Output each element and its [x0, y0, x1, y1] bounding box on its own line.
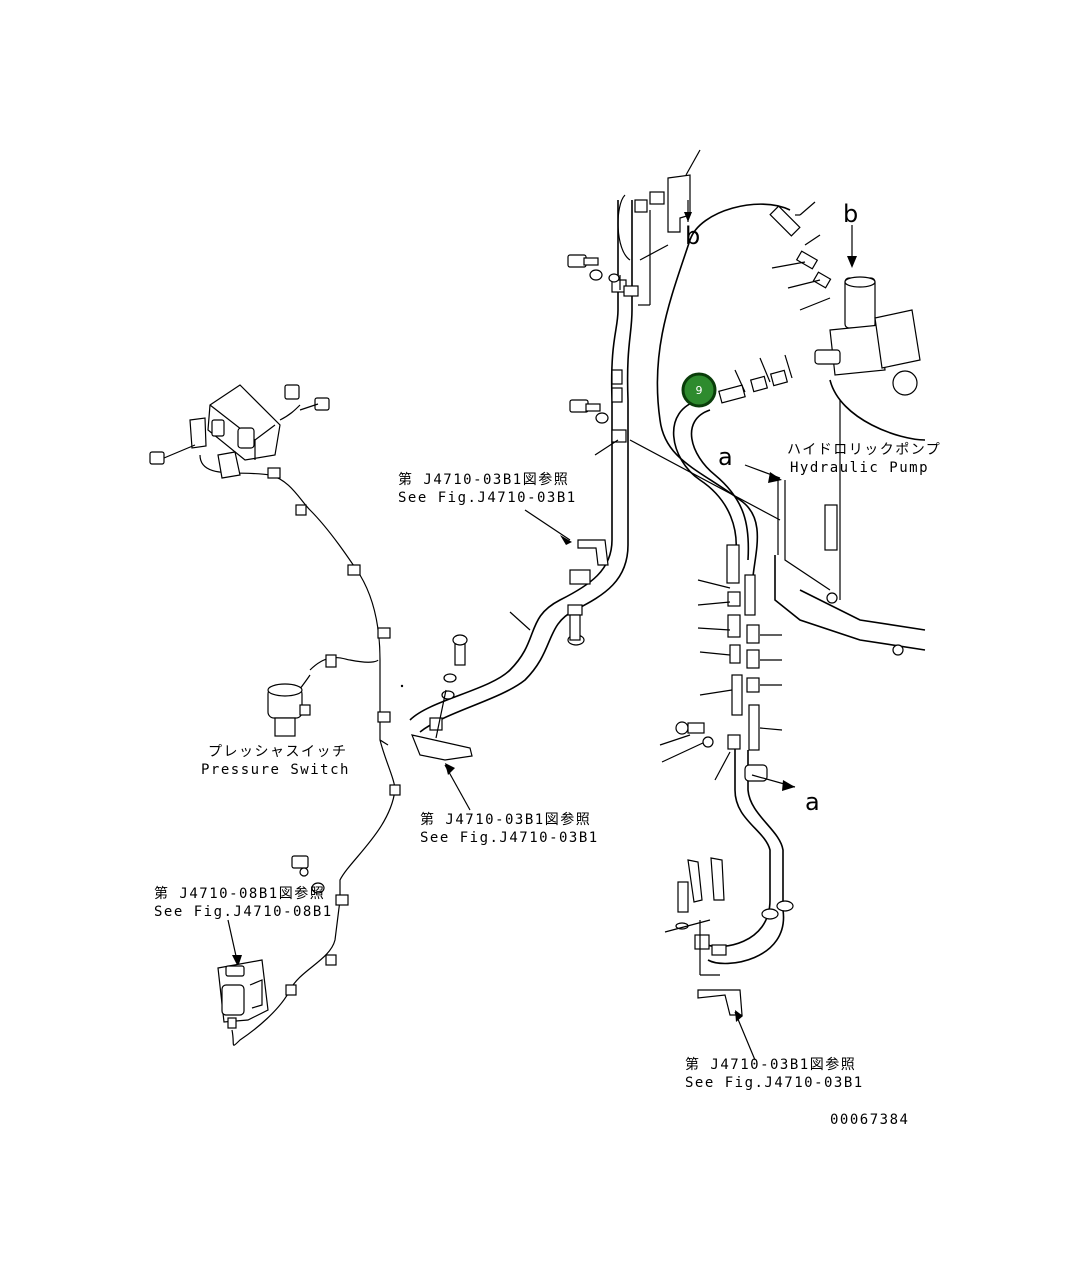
bolts-top [567, 254, 781, 521]
reference-4-jp: 第 J4710-03B1図参照 [685, 1056, 856, 1073]
pressure-switch-label-jp: プレッシャスイッチ [208, 744, 348, 760]
lower-left-unit [217, 855, 325, 1029]
lower-right-hoses [659, 721, 794, 1016]
pump-outlet-hose [656, 203, 791, 616]
pressure-switch-label-en: Pressure Switch [201, 762, 350, 778]
relay-box [149, 384, 330, 479]
reference-1-en: See Fig.J4710-03B1 [398, 490, 577, 506]
reference-2-jp: 第 J4710-03B1図参照 [420, 811, 591, 828]
lower-center-bracket [411, 634, 473, 761]
pressure-switch [267, 683, 311, 737]
letter-a-upper: a [718, 443, 733, 471]
hydraulic-pump-label-jp: ハイドロリックポンプ [787, 442, 941, 458]
callout-marker-9[interactable]: 9 [681, 372, 717, 408]
drawing-number: 00067384 [830, 1112, 909, 1128]
arrow-b [847, 225, 857, 268]
arrow-a-lower [751, 774, 796, 791]
letter-b-center: b [685, 222, 700, 250]
stray-mark [400, 684, 404, 688]
hydraulic-pump [774, 276, 926, 656]
reference-4-en: See Fig.J4710-03B1 [685, 1075, 864, 1091]
arrow-a-upper [744, 464, 782, 483]
pump-fittings [718, 201, 832, 404]
reference-2-en: See Fig.J4710-03B1 [420, 830, 599, 846]
wiring-harness [199, 454, 401, 1046]
hydraulic-pump-label-en: Hydraulic Pump [790, 460, 929, 476]
letter-a-lower: a [805, 788, 820, 816]
reference-3-en: See Fig.J4710-08B1 [154, 904, 333, 920]
reference-arrows [227, 509, 756, 1061]
fitting-stack [697, 579, 783, 751]
callout-number: 9 [696, 384, 703, 397]
upper-bracket [617, 149, 701, 306]
letter-b-right: b [843, 200, 858, 228]
reference-3-jp: 第 J4710-08B1図参照 [154, 885, 325, 902]
reference-1-jp: 第 J4710-03B1図参照 [398, 471, 569, 488]
central-pipe [409, 200, 639, 733]
